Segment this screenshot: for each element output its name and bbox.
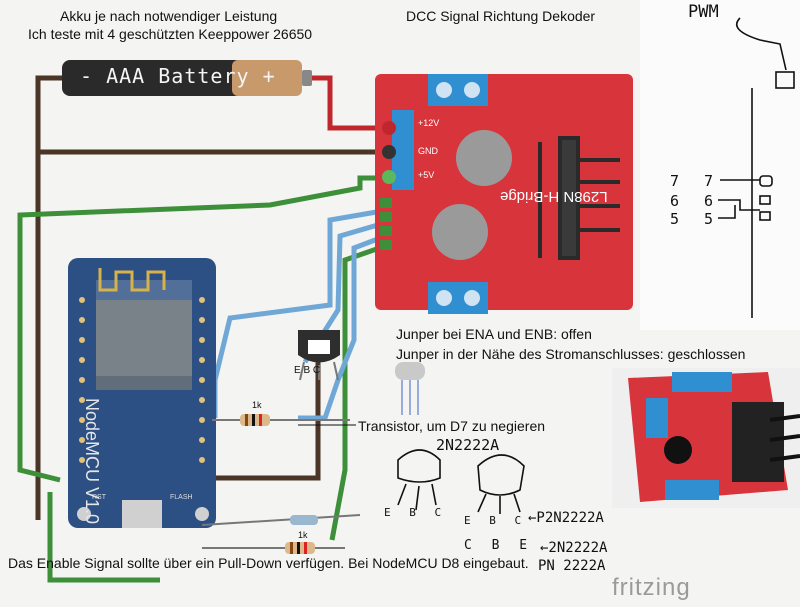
terminal-power xyxy=(392,110,414,190)
sketch-pn2222a: PN 2222A xyxy=(538,558,606,574)
header-pins xyxy=(380,198,392,250)
note-battery-line2: Ich teste mit 4 geschützten Keeppower 26… xyxy=(28,26,313,42)
wire-12v xyxy=(300,75,388,131)
wire-gnd-transistor xyxy=(202,362,321,481)
wire-in1 xyxy=(212,207,389,418)
wire-gnd-battery xyxy=(35,75,62,520)
sketch-pin7a: 7 xyxy=(670,172,680,190)
hbridge-board xyxy=(375,74,633,314)
transistor xyxy=(298,330,340,381)
sketch-cbe: C B E xyxy=(464,538,534,553)
usb-port xyxy=(122,500,162,528)
hbridge-pin-12v: +12V xyxy=(418,118,440,128)
wire-green-bottom xyxy=(47,492,160,583)
wire-5v xyxy=(17,175,388,483)
sketch-tr-name: 2N2222A xyxy=(436,436,500,454)
note-enable: Das Enable Signal sollte über ein Pull-D… xyxy=(8,555,529,571)
nodemcu-board xyxy=(68,258,216,528)
nodemcu-label: NodeMCU V1.0 xyxy=(82,398,102,525)
note-dcc: DCC Signal Richtung Dekoder xyxy=(406,8,596,24)
sketch-ebc-right: E B C xyxy=(464,514,528,527)
sketch-pin5b: 5 xyxy=(704,210,714,228)
wire-in3 xyxy=(298,232,389,421)
resistor-3 xyxy=(202,542,345,554)
nodemcu-flash: FLASH xyxy=(170,494,193,501)
note-jumper2: Junper in der Nähe des Stromanschlusses:… xyxy=(396,346,746,362)
paper-sheet xyxy=(640,0,800,330)
note-transistor: Transistor, um D7 zu negieren xyxy=(358,418,546,434)
capacitor-1 xyxy=(456,130,512,186)
note-battery-line1: Akku je nach notwendiger Leistung xyxy=(60,8,278,24)
sketch-pin7b: 7 xyxy=(704,172,714,190)
resistor-3-label: 1k xyxy=(298,530,308,540)
transistor-photo xyxy=(395,362,425,415)
sketch-drawings xyxy=(397,17,795,514)
resistor-1 xyxy=(212,414,350,426)
transistor-pins: E B C xyxy=(294,365,321,376)
hbridge-photo xyxy=(612,368,800,508)
capacitor-2 xyxy=(432,204,488,260)
heatsink xyxy=(538,136,620,260)
resistor-2 xyxy=(201,514,361,526)
sketch-p2n2222a: ←P2N2222A xyxy=(528,510,604,526)
sketch-pwm: PWM xyxy=(688,2,719,22)
hbridge-pin-gnd: GND xyxy=(418,146,438,156)
battery-label: - AAA Battery + xyxy=(80,64,276,88)
sketch-pin6b: 6 xyxy=(704,192,714,210)
resistor-1-label: 1k xyxy=(252,400,262,410)
note-jumper1: Junper bei ENA und ENB: offen xyxy=(396,326,592,342)
sketch-pin5a: 5 xyxy=(670,210,680,228)
hbridge-label: L298N H-Bridge xyxy=(500,188,608,205)
sketch-pin6a: 6 xyxy=(670,192,680,210)
battery xyxy=(62,60,312,96)
hbridge-pin-5v: +5V xyxy=(418,170,435,180)
fritzing-logo: fritzing xyxy=(612,574,691,601)
nodemcu-rst: RST xyxy=(92,494,106,501)
sketch-2n2222a: ←2N2222A xyxy=(540,540,608,556)
sketch-ebc-left: E B C xyxy=(384,506,448,519)
